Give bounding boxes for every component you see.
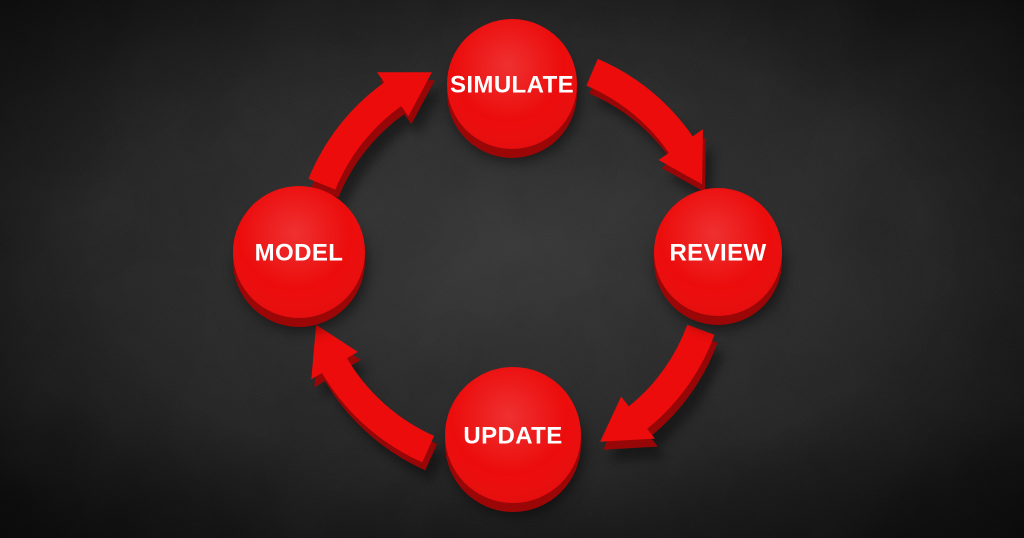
arrow-top-face	[308, 72, 432, 190]
arrow-review-to-update	[600, 324, 725, 461]
arrow-model-to-simulate	[308, 72, 442, 209]
node-shading	[233, 186, 365, 318]
node-update: UPDATE	[445, 367, 584, 516]
cycle-arrows	[308, 58, 725, 482]
node-simulate: SIMULATE	[447, 19, 580, 162]
node-shading	[654, 188, 782, 316]
node-model: MODEL	[233, 186, 368, 331]
arrow-top-face	[586, 58, 703, 185]
arrow-update-to-model	[311, 324, 445, 482]
cycle-nodes: SIMULATE REVIEW UPDATE MOD	[233, 19, 785, 516]
node-review-label: REVIEW	[669, 240, 766, 267]
node-model-label: MODEL	[255, 240, 344, 267]
node-shading	[445, 367, 581, 503]
node-update-label: UPDATE	[463, 423, 562, 450]
arrow-simulate-to-review	[586, 58, 713, 204]
node-shading	[447, 19, 577, 149]
node-simulate-label: SIMULATE	[450, 72, 574, 99]
arrow-top-face	[600, 324, 715, 442]
node-review: REVIEW	[654, 188, 785, 329]
arrow-top-face	[311, 324, 435, 463]
